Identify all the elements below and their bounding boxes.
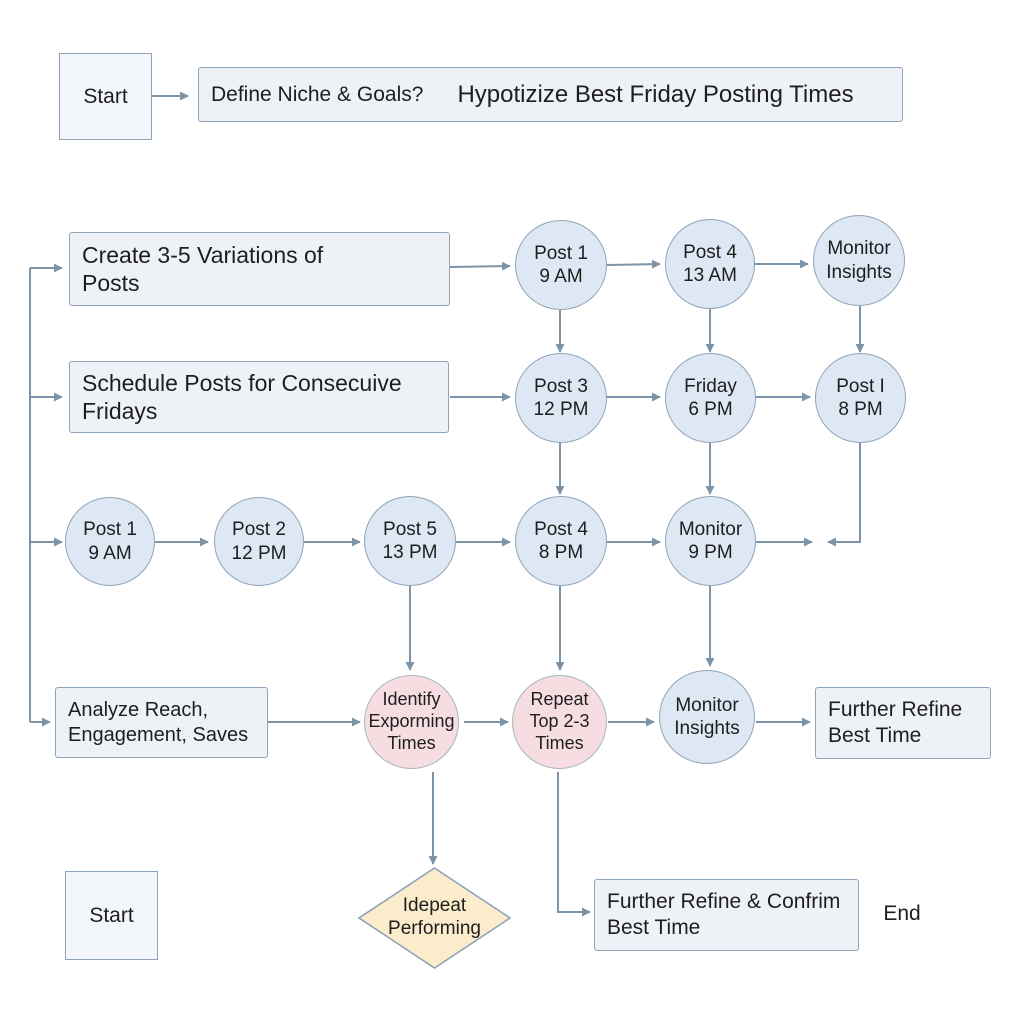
idepeat-decision-node: Idepeat Performing xyxy=(357,866,512,970)
r1-post4-node: Post 4 13 AM xyxy=(665,219,755,309)
further-refine-node: Further Refine Best Time xyxy=(815,687,991,759)
schedule-posts-node: Schedule Posts for Consecuive Fridays xyxy=(69,361,449,433)
r4-monitor-node: Monitor Insights xyxy=(659,670,755,764)
further-confirm-node: Further Refine & Confrim Best Time xyxy=(594,879,859,951)
define-niche-label: Define Niche & Goals? xyxy=(211,82,424,106)
r3-post1-node: Post 1 9 AM xyxy=(65,497,155,586)
r2-friday-node: Friday 6 PM xyxy=(665,353,756,443)
r2-post3-node: Post 3 12 PM xyxy=(515,353,607,443)
edge-repeat-confirm xyxy=(557,772,591,917)
r3-post5-node: Post 5 13 PM xyxy=(364,496,456,586)
repeat-top-node: Repeat Top 2-3 Times xyxy=(512,675,607,769)
start-bottom-node: Start xyxy=(65,871,158,960)
edge-create-r1post1 xyxy=(449,261,511,271)
r3-monitor-node: Monitor 9 PM xyxy=(665,496,756,586)
idepeat-label: Idepeat Performing xyxy=(388,895,481,939)
create-variations-node: Create 3-5 Variations of Posts xyxy=(69,232,450,306)
r1-monitor-node: Monitor Insights xyxy=(813,215,905,306)
r2-postI-node: Post I 8 PM xyxy=(815,353,906,443)
diamond-shape xyxy=(357,867,512,969)
r3-post2-node: Post 2 12 PM xyxy=(214,497,304,586)
r3-post4-node: Post 4 8 PM xyxy=(515,496,607,586)
hypothesize-label: Hypotizize Best Friday Posting Times xyxy=(457,80,854,108)
edge-r1post1-r1post4 xyxy=(605,259,661,269)
analyze-node: Analyze Reach, Engagement, Saves xyxy=(55,687,268,758)
edge-postI-return xyxy=(827,442,861,547)
identify-node: Identify Exporming Times xyxy=(364,675,459,769)
define-hypothesize-node: Define Niche & Goals? Hypotizize Best Fr… xyxy=(198,67,903,122)
r1-post1-node: Post 1 9 AM xyxy=(515,220,607,310)
start-top-node: Start xyxy=(59,53,152,140)
end-node: End xyxy=(883,902,921,926)
